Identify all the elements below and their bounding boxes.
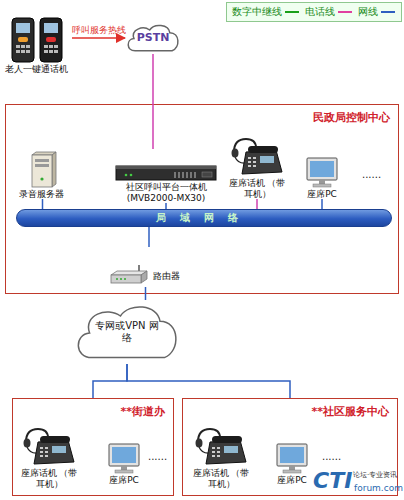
agent-phone: 座席话机 （带耳机） xyxy=(191,417,251,489)
cable-line xyxy=(148,227,150,247)
node-label: 专网或VPN 网络 xyxy=(95,320,159,344)
cable-line xyxy=(145,287,147,300)
cable-line xyxy=(256,199,258,209)
pc-icon xyxy=(272,443,312,475)
ellipsis-mark: ...... xyxy=(322,452,341,462)
legend-text: 电话线 xyxy=(305,5,335,19)
node-label: 老人一键通话机 xyxy=(5,64,68,74)
legend-item: 数字中继线 xyxy=(232,5,300,19)
cable-line xyxy=(93,364,127,398)
agent-phone: 座席话机 （带耳机） xyxy=(19,417,79,489)
watermark: forum.com xyxy=(354,484,403,493)
legend-line xyxy=(381,11,395,13)
cable-line xyxy=(42,199,44,209)
cable-line xyxy=(127,364,290,398)
legend-line-sample xyxy=(337,8,353,16)
node-label: 社区呼叫平台一体机 (MVB2000-MX30) xyxy=(103,182,229,203)
control-center-box: 民政局控制中心录音服务器 社区呼叫平台一体机 (MVB2000-MX30)座席话机… xyxy=(5,104,399,294)
desk-phone-icon xyxy=(22,426,76,468)
router-icon xyxy=(109,263,149,287)
cable-line xyxy=(72,37,125,39)
node-label: 录音服务器 xyxy=(19,189,64,199)
mobile-phones-icon xyxy=(4,16,68,64)
pc-icon xyxy=(104,443,144,475)
cable-line xyxy=(321,199,323,209)
agent-phone: 座席话机 （带耳机） xyxy=(227,129,287,199)
pc-icon xyxy=(302,157,342,189)
desk-phone-icon xyxy=(194,426,248,468)
pstn-cloud: PSTN xyxy=(125,22,181,54)
agent-pc: 座席PC xyxy=(101,437,147,485)
ellipsis-mark: ...... xyxy=(148,452,167,462)
edge-label: 呼叫服务热线 xyxy=(72,24,126,37)
node-label: 局域网络 xyxy=(156,213,252,223)
call-platform-rack-icon xyxy=(114,164,218,182)
box-title: **社区服务中心 xyxy=(311,404,389,419)
call-platform: 社区呼叫平台一体机 (MVB2000-MX30) xyxy=(103,149,229,203)
legend-item: 网线 xyxy=(358,5,396,19)
lan-bus: 局域网络 xyxy=(16,209,392,227)
box-title: **街道办 xyxy=(120,404,165,419)
desk-phone-icon xyxy=(230,136,284,178)
street-office-box: **街道办座席话机 （带耳机） 座席PC xyxy=(12,398,174,496)
legend-text: 网线 xyxy=(358,5,378,19)
node-label: 座席PC xyxy=(277,475,307,485)
server-icon xyxy=(22,151,60,189)
node-label: 路由器 xyxy=(153,270,180,287)
legend-item: 电话线 xyxy=(305,5,353,19)
node-label: PSTN xyxy=(137,31,170,44)
legend-line-sample xyxy=(380,8,396,16)
agent-pc: 座席PC xyxy=(269,437,315,485)
recording-server: 录音服务器 xyxy=(13,139,69,199)
legend-text: 数字中继线 xyxy=(232,5,282,19)
node-label: 座席PC xyxy=(307,189,337,199)
vpn-cloud: 专网或VPN 网络 xyxy=(72,300,182,364)
agent-pc: 座席PC xyxy=(299,151,345,199)
router: 路由器 xyxy=(109,247,189,287)
cable-line xyxy=(152,54,154,149)
community-center-box: **社区服务中心座席话机 （带耳机） 座席PC xyxy=(182,398,398,496)
legend-line-sample xyxy=(284,8,300,16)
legend-line xyxy=(338,11,352,13)
node-label: 座席话机 （带耳机） xyxy=(19,468,79,489)
node-label: 座席PC xyxy=(109,475,139,485)
node-label: 座席话机 （带耳机） xyxy=(191,468,251,489)
watermark: CTI xyxy=(313,470,352,492)
ellipsis-mark: ...... xyxy=(362,170,381,180)
cable-line xyxy=(165,203,167,209)
watermark: 论坛·专业资讯 xyxy=(353,472,397,479)
legend-line xyxy=(285,11,299,13)
elder-phone: 老人一键通话机 xyxy=(0,4,72,74)
box-title: 民政局控制中心 xyxy=(313,110,390,125)
node-label: 座席话机 （带耳机） xyxy=(227,178,287,199)
legend: 数字中继线 电话线 网线 xyxy=(226,2,402,22)
